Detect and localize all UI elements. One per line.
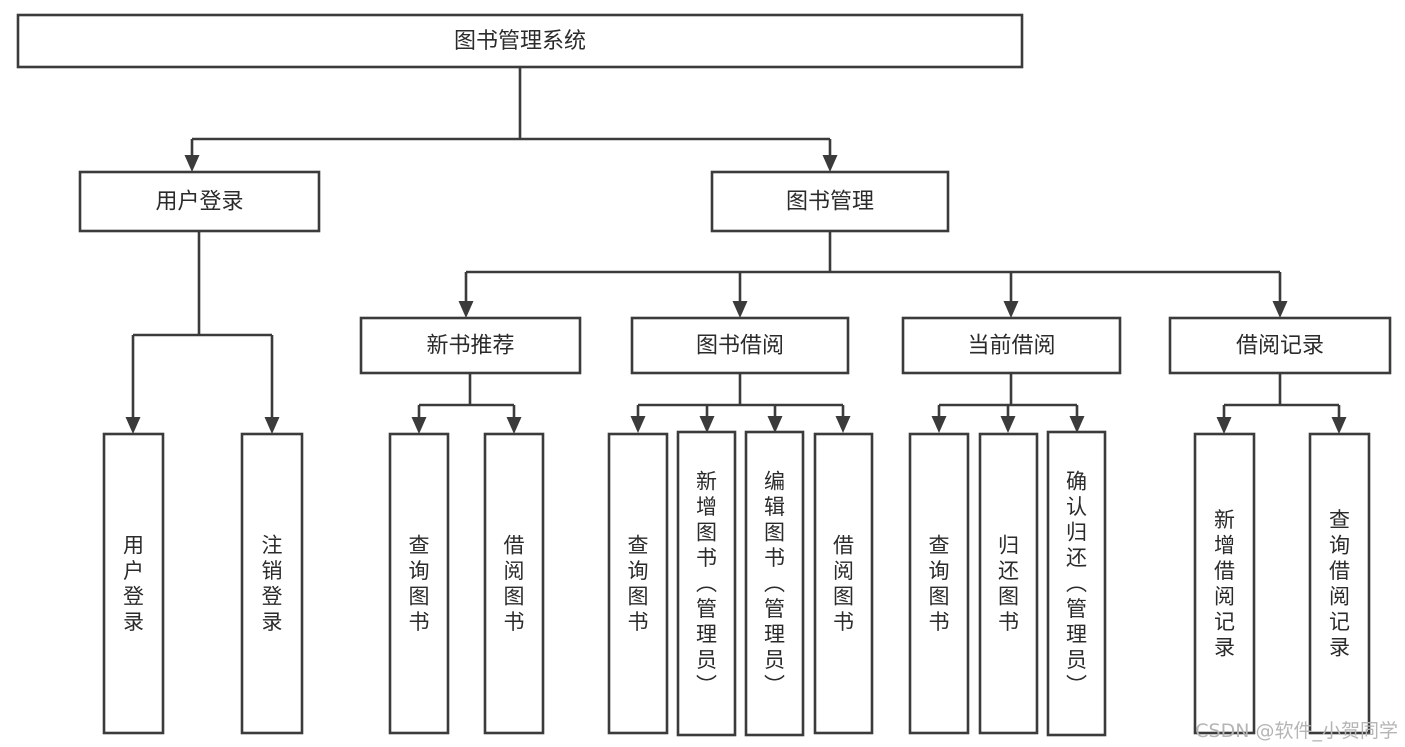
node-box-new-book-recommend[interactable] [359, 316, 582, 375]
connector-group-root-to-modules [184, 67, 838, 172]
arrow-head-icon [264, 417, 280, 434]
arrow-head-icon [732, 301, 748, 318]
node-box-leaf-query-borrow-record[interactable] [1308, 432, 1371, 735]
node-label-leaf-user-login: 用户登录 [123, 533, 144, 634]
node-box-leaf-edit-book-admin[interactable] [744, 430, 805, 737]
node-label-leaf-confirm-return-admin: 确认归还︵管理员︶ [1066, 470, 1087, 698]
arrow-head-icon [1003, 301, 1019, 318]
connectors-layer [125, 67, 1347, 434]
arrow-head-icon [458, 301, 474, 318]
connector-group-borrow-record-to-functions [1216, 373, 1347, 434]
arrow-head-icon [630, 416, 646, 433]
node-box-leaf-user-logout[interactable] [240, 432, 304, 735]
node-leaf-borrow-book-1[interactable]: 借阅图书 [483, 432, 545, 735]
node-leaf-edit-book-admin[interactable]: 编辑图书︵管理员︶ [744, 430, 805, 737]
node-box-root[interactable] [16, 13, 1024, 69]
nodes-layer: 图书管理系统用户登录图书管理新书推荐图书借阅当前借阅借阅记录用户登录注销登录查询… [16, 13, 1392, 737]
node-box-leaf-query-book-3[interactable] [908, 432, 970, 735]
arrow-head-icon [1069, 416, 1085, 433]
node-new-book-recommend[interactable]: 新书推荐 [359, 316, 582, 375]
node-box-current-borrow[interactable] [901, 316, 1122, 375]
node-leaf-add-borrow-record[interactable]: 新增借阅记录 [1193, 432, 1256, 735]
node-book-borrow[interactable]: 图书借阅 [630, 316, 850, 375]
node-label-root: 图书管理系统 [454, 29, 586, 54]
node-label-leaf-add-book-admin: 新增图书︵管理员︶ [696, 470, 717, 698]
arrow-head-icon [931, 416, 947, 433]
node-box-leaf-user-login[interactable] [102, 432, 165, 735]
node-box-leaf-query-book-1[interactable] [388, 432, 450, 735]
node-box-leaf-return-book[interactable] [978, 432, 1039, 735]
node-label-leaf-query-book-1: 查询图书 [409, 533, 430, 634]
node-leaf-query-book-2[interactable]: 查询图书 [607, 432, 669, 735]
node-label-leaf-borrow-book-1: 借阅图书 [504, 533, 525, 634]
node-label-leaf-edit-book-admin: 编辑图书︵管理员︶ [764, 470, 785, 698]
connector-group-new-book-recommend-to-functions [411, 373, 522, 434]
arrow-head-icon [767, 416, 783, 433]
node-box-leaf-borrow-book-1[interactable] [483, 432, 545, 735]
connector-group-current-borrow-to-functions [931, 373, 1085, 433]
node-box-leaf-add-book-admin[interactable] [676, 430, 737, 737]
arrow-head-icon [125, 417, 141, 434]
node-box-user-login[interactable] [78, 170, 321, 233]
arrow-head-icon [506, 417, 522, 434]
node-label-new-book-recommend: 新书推荐 [426, 334, 514, 359]
node-box-borrow-record[interactable] [1168, 316, 1392, 375]
arrow-head-icon [822, 155, 838, 172]
node-leaf-return-book[interactable]: 归还图书 [978, 432, 1039, 735]
node-leaf-user-login[interactable]: 用户登录 [102, 432, 165, 735]
node-box-book-management[interactable] [710, 170, 950, 233]
node-label-leaf-return-book: 归还图书 [998, 533, 1019, 634]
node-leaf-confirm-return-admin[interactable]: 确认归还︵管理员︶ [1046, 430, 1107, 737]
watermark-layer: CSDN @软件_小贺同学 [1195, 720, 1398, 742]
node-label-user-login: 用户登录 [155, 190, 243, 215]
node-box-leaf-confirm-return-admin[interactable] [1046, 430, 1107, 737]
node-leaf-user-logout[interactable]: 注销登录 [240, 432, 304, 735]
node-book-management[interactable]: 图书管理 [710, 170, 950, 233]
node-leaf-query-borrow-record[interactable]: 查询借阅记录 [1308, 432, 1371, 735]
node-leaf-query-book-3[interactable]: 查询图书 [908, 432, 970, 735]
node-leaf-query-book-1[interactable]: 查询图书 [388, 432, 450, 735]
arrow-head-icon [1331, 417, 1347, 434]
node-label-current-borrow: 当前借阅 [967, 334, 1055, 359]
node-root[interactable]: 图书管理系统 [16, 13, 1024, 69]
connector-group-book-borrow-to-functions [630, 373, 851, 433]
connector-group-user-login-to-functions [125, 231, 280, 434]
node-box-leaf-add-borrow-record[interactable] [1193, 432, 1256, 735]
node-label-leaf-add-borrow-record: 新增借阅记录 [1214, 508, 1235, 660]
node-current-borrow[interactable]: 当前借阅 [901, 316, 1122, 375]
csdn-watermark: CSDN @软件_小贺同学 [1195, 720, 1398, 742]
arrow-head-icon [1216, 417, 1232, 434]
arrow-head-icon [1272, 301, 1288, 318]
node-label-leaf-query-borrow-record: 查询借阅记录 [1329, 508, 1350, 660]
arrow-head-icon [1000, 416, 1016, 433]
arrow-head-icon [835, 416, 851, 433]
node-box-leaf-borrow-book-2[interactable] [813, 432, 874, 735]
node-label-leaf-query-book-2: 查询图书 [628, 533, 649, 634]
node-box-book-borrow[interactable] [630, 316, 850, 375]
node-leaf-borrow-book-2[interactable]: 借阅图书 [813, 432, 874, 735]
node-box-leaf-query-book-2[interactable] [607, 432, 669, 735]
node-user-login[interactable]: 用户登录 [78, 170, 321, 233]
arrow-head-icon [411, 417, 427, 434]
node-borrow-record[interactable]: 借阅记录 [1168, 316, 1392, 375]
node-label-borrow-record: 借阅记录 [1236, 334, 1324, 359]
connector-group-book-management-to-submodules [458, 231, 1288, 318]
node-label-book-borrow: 图书借阅 [696, 334, 784, 359]
node-label-book-management: 图书管理 [786, 190, 874, 215]
arrow-head-icon [699, 416, 715, 433]
node-label-leaf-query-book-3: 查询图书 [929, 533, 950, 634]
node-label-leaf-user-logout: 注销登录 [262, 533, 283, 634]
node-leaf-add-book-admin[interactable]: 新增图书︵管理员︶ [676, 430, 737, 737]
arrow-head-icon [184, 155, 200, 172]
node-label-leaf-borrow-book-2: 借阅图书 [833, 533, 854, 634]
